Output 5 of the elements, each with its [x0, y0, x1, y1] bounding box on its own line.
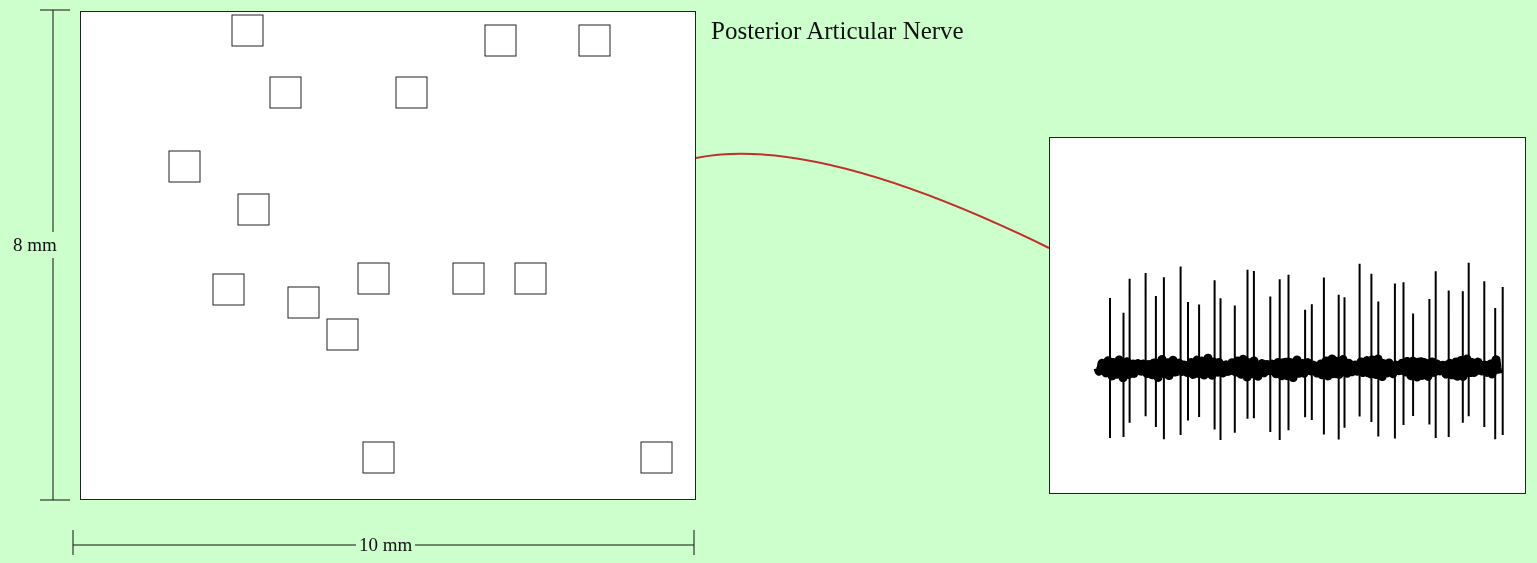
dimension-label: 8 mm: [10, 232, 60, 258]
tissue-sample-box: [80, 11, 696, 500]
dimension-label: Posterior Articular Nerve: [710, 16, 965, 46]
recording-panel: [1049, 137, 1526, 494]
nerve-line: [695, 152, 1050, 249]
